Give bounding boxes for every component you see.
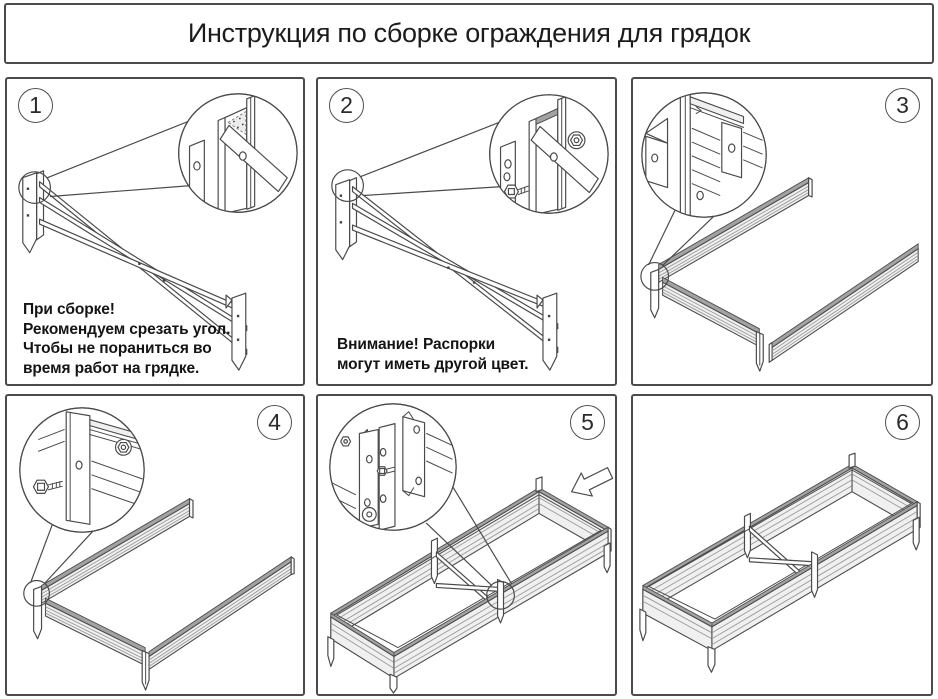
magnifier-source-circle (640, 261, 670, 291)
left-end-rail (44, 597, 146, 666)
step-6-badge: 6 (885, 405, 920, 440)
step-5-badge: 5 (570, 405, 605, 440)
magnifier-detail-cut-corner (178, 93, 298, 213)
magnifier-source-circle (486, 580, 515, 610)
title-bar: Инструкция по сборке ограждения для гряд… (4, 3, 934, 64)
step-panel-2: 2 Внимание! Распорки могут иметь другой … (316, 77, 617, 386)
back-side-rail (40, 497, 194, 604)
back-middle-stake (743, 512, 752, 559)
step-2-number: 2 (340, 92, 353, 118)
step-4-illustration (19, 407, 295, 691)
front-corner-stake (755, 331, 764, 372)
step-6-number: 6 (896, 409, 909, 435)
magnifier-detail-corner-bolt (19, 407, 145, 533)
cross-braces (351, 186, 559, 353)
flange-nut-icon (361, 506, 377, 522)
magnifier-source-circle (23, 579, 51, 607)
back-middle-stake (430, 537, 438, 585)
magnifier-source-circle (18, 171, 52, 204)
step-1-badge: 1 (18, 88, 53, 123)
right-corner-stake (225, 292, 247, 371)
right-corner-stake (536, 292, 558, 371)
step-6-illustration (639, 452, 921, 673)
corner-stakes (639, 516, 920, 673)
step-panel-4: 4 (5, 394, 305, 696)
step-4-number: 4 (268, 409, 281, 435)
magnifier-detail-bolts (489, 94, 609, 214)
front-middle-stake (811, 551, 819, 598)
step-panel-3: 3 (631, 77, 933, 386)
step-2-note: Внимание! Распорки могут иметь другой цв… (337, 336, 529, 373)
magnifier-detail-corner-joint (641, 92, 767, 218)
flange-nut-icon (567, 131, 586, 150)
hex-bolt-icon (503, 184, 529, 199)
step-panel-5: 5 (316, 394, 617, 696)
front-middle-stake (496, 578, 505, 624)
step-2-illustration (331, 94, 609, 371)
front-side-rail (148, 556, 295, 670)
detached-side-rail (768, 242, 919, 363)
hex-bolt-icon (340, 436, 352, 447)
step-5-illustration (327, 403, 614, 694)
front-side-rail (662, 276, 760, 347)
corner-stake (33, 585, 43, 640)
step-1-illustration (18, 93, 298, 371)
hex-bolt-icon (32, 479, 63, 494)
magnifier-detail-middle-joint (329, 403, 457, 531)
page-title: Инструкция по сборке ограждения для гряд… (187, 18, 751, 48)
step-3-badge: 3 (885, 88, 920, 123)
step-1-note: При сборке! Рекомендуем срезать угол. Чт… (23, 301, 231, 377)
front-corner-stake (141, 649, 150, 691)
step-3-illustration (640, 92, 919, 372)
corner-stakes (327, 542, 611, 694)
step-4-badge: 4 (257, 405, 292, 440)
back-side-rail (658, 176, 813, 283)
step-panel-6: 6 (631, 394, 933, 696)
flange-nut-icon (114, 438, 132, 456)
garden-bed-frame (327, 476, 612, 694)
step-3-number: 3 (896, 92, 909, 118)
insert-direction-arrow (570, 467, 614, 497)
assembled-garden-bed (639, 452, 921, 673)
step-2-badge: 2 (329, 88, 364, 123)
step-5-number: 5 (581, 409, 594, 435)
cross-braces (38, 181, 248, 355)
step-1-number: 1 (29, 92, 42, 118)
step-panel-1: 1 При сборке! Рекомендуем срезать угол. … (5, 77, 305, 386)
magnifier-source-circle (331, 169, 364, 202)
hex-bolt-icon (376, 466, 396, 476)
corner-stake (650, 268, 660, 319)
